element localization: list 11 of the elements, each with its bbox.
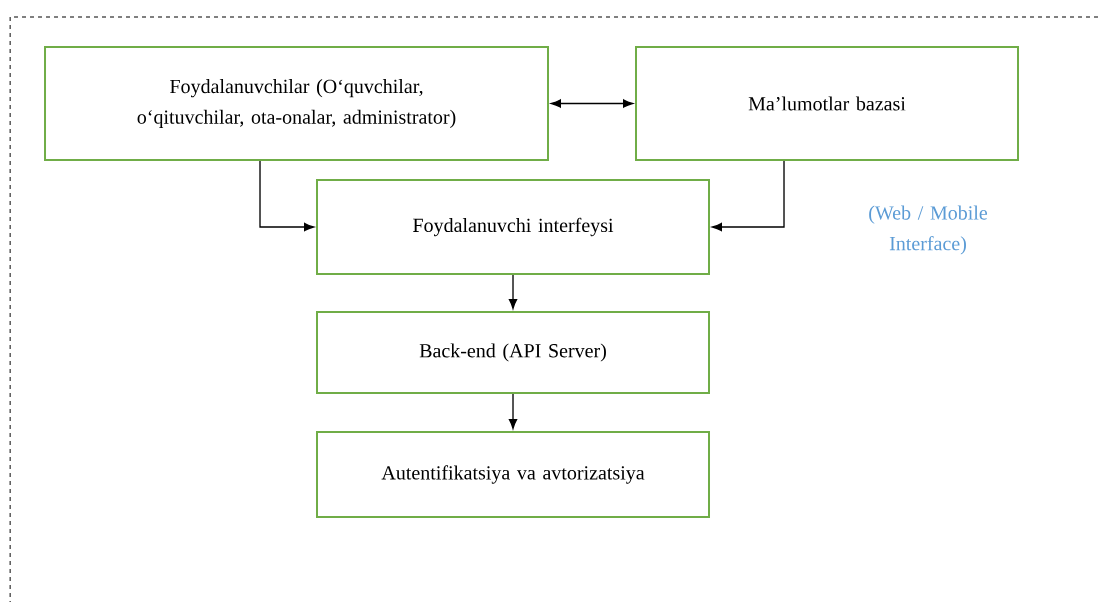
process-box: Autentifikatsiya va avtorizatsiya <box>316 431 710 518</box>
arrow <box>508 274 518 309</box>
note-text: (Web / Mobile Interface) <box>869 205 988 255</box>
arrow <box>712 160 785 232</box>
process-box: Foydalanuvchi interfeysi <box>316 179 710 275</box>
process-box: Foydalanuvchilar (O‘quvchilar, o‘qituvchilar, ota-onalar, administrator) <box>44 46 549 161</box>
arrow <box>508 393 518 429</box>
arrow <box>259 160 314 232</box>
process-box: Ma’lumotlar bazasi <box>635 46 1019 161</box>
process-box: Back-end (API Server) <box>316 311 710 394</box>
arrow <box>551 99 633 108</box>
